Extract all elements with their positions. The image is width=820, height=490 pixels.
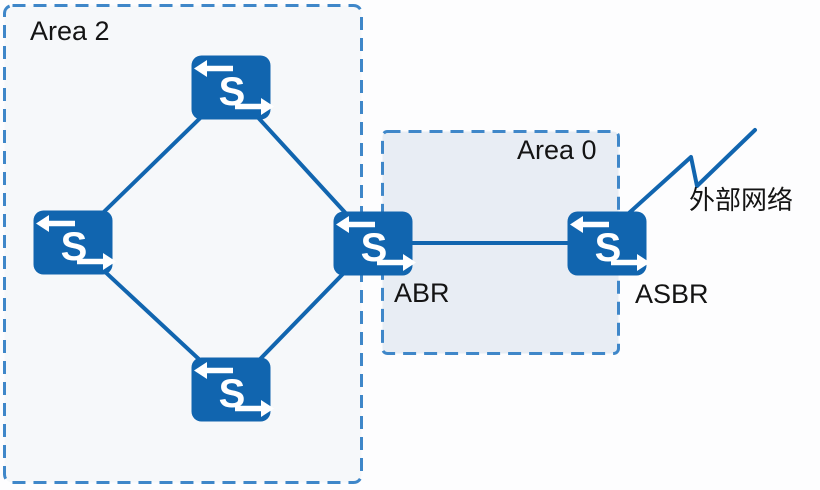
asbr-label: ASBR — [635, 279, 709, 309]
area2-region — [3, 4, 363, 484]
abr-switch-node: S — [333, 211, 416, 276]
switch-body — [567, 211, 647, 276]
abr-label: ABR — [394, 278, 450, 308]
area2-label: Area 2 — [30, 16, 110, 46]
left-arrow-icon — [194, 362, 233, 379]
switch-node-bottom: S — [191, 357, 274, 422]
right-arrow-icon — [235, 400, 274, 417]
asbr-switch-node: S — [567, 211, 650, 276]
right-arrow-icon — [377, 254, 416, 271]
left-arrow-icon — [36, 215, 75, 232]
external-network-link — [627, 128, 757, 215]
switch-body — [33, 210, 113, 275]
switch-node-top: S — [191, 55, 274, 120]
right-arrow-icon — [77, 253, 116, 270]
left-arrow-icon — [194, 60, 233, 77]
switch-body — [333, 211, 413, 276]
switch-body — [191, 357, 271, 422]
area0-label: Area 0 — [517, 135, 597, 165]
external-network-label: 外部网络 — [689, 185, 794, 215]
left-arrow-icon — [570, 216, 609, 233]
switch-node-left: S — [33, 210, 116, 275]
right-arrow-icon — [611, 254, 650, 271]
left-arrow-icon — [336, 216, 375, 233]
switch-body — [191, 55, 271, 120]
right-arrow-icon — [235, 98, 274, 115]
